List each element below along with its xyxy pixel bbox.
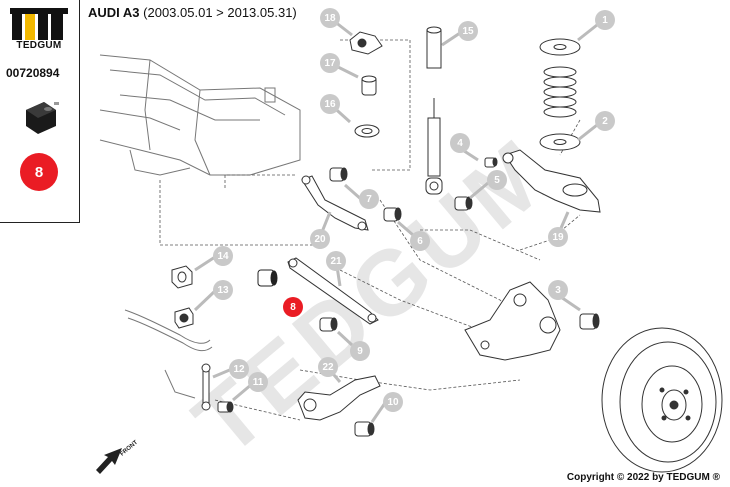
- callout-11[interactable]: 11: [248, 372, 268, 392]
- bushing-11: [217, 401, 234, 413]
- front-label: FRONT: [119, 439, 139, 457]
- callout-8-highlighted[interactable]: 8: [283, 297, 303, 317]
- part-badge: 8: [20, 153, 58, 191]
- strut-mount-parts: [349, 31, 383, 138]
- callout-9[interactable]: 9: [350, 341, 370, 361]
- callout-22[interactable]: 22: [318, 357, 338, 377]
- front-arrow: FRONT: [96, 439, 139, 474]
- tedgum-logo: [10, 8, 68, 40]
- callout-6[interactable]: 6: [410, 231, 430, 251]
- shock-absorber: [425, 26, 443, 195]
- bushing-thumbnail: [26, 102, 59, 134]
- brake-drum: [601, 327, 723, 473]
- callout-5[interactable]: 5: [487, 170, 507, 190]
- spring-arm: [502, 149, 601, 213]
- callout-10[interactable]: 10: [383, 392, 403, 412]
- stabilizer-link: [201, 363, 211, 411]
- callout-2[interactable]: 2: [595, 111, 615, 131]
- callout-7[interactable]: 7: [359, 189, 379, 209]
- callout-20[interactable]: 20: [310, 229, 330, 249]
- callout-17[interactable]: 17: [320, 53, 340, 73]
- coil-spring: [539, 38, 581, 151]
- anti-roll-bar: [124, 309, 213, 399]
- callout-13[interactable]: 13: [213, 280, 233, 300]
- rear-subframe: [99, 54, 301, 176]
- callout-12[interactable]: 12: [229, 359, 249, 379]
- bushing-9: [319, 317, 338, 332]
- callout-3[interactable]: 3: [548, 280, 568, 300]
- callout-18[interactable]: 18: [320, 8, 340, 28]
- callout-14[interactable]: 14: [213, 246, 233, 266]
- vehicle-model: AUDI A3: [88, 5, 140, 20]
- callout-4[interactable]: 4: [450, 133, 470, 153]
- upper-control-arm: [301, 167, 402, 231]
- vehicle-title: AUDI A3 (2003.05.01 > 2013.05.31): [88, 5, 297, 20]
- bushing-8: [257, 269, 278, 287]
- vehicle-years: (2003.05.01 > 2013.05.31): [143, 5, 297, 20]
- callout-16[interactable]: 16: [320, 94, 340, 114]
- callout-1[interactable]: 1: [595, 10, 615, 30]
- brand-name: TEDGUM: [16, 40, 62, 51]
- copyright-text: Copyright © 2022 by TEDGUM ®: [566, 472, 720, 483]
- bushings-4-5: [454, 157, 498, 211]
- callout-21[interactable]: 21: [326, 251, 346, 271]
- antiroll-bushings: [171, 265, 194, 329]
- track-rod: [287, 257, 379, 325]
- info-panel: TEDGUM 00720894 8: [0, 0, 80, 223]
- callout-15[interactable]: 15: [458, 21, 478, 41]
- wheel-carrier: [464, 281, 600, 361]
- callout-19[interactable]: 19: [548, 227, 568, 247]
- part-number: 00720894: [6, 66, 60, 80]
- trailing-arm: [297, 375, 381, 437]
